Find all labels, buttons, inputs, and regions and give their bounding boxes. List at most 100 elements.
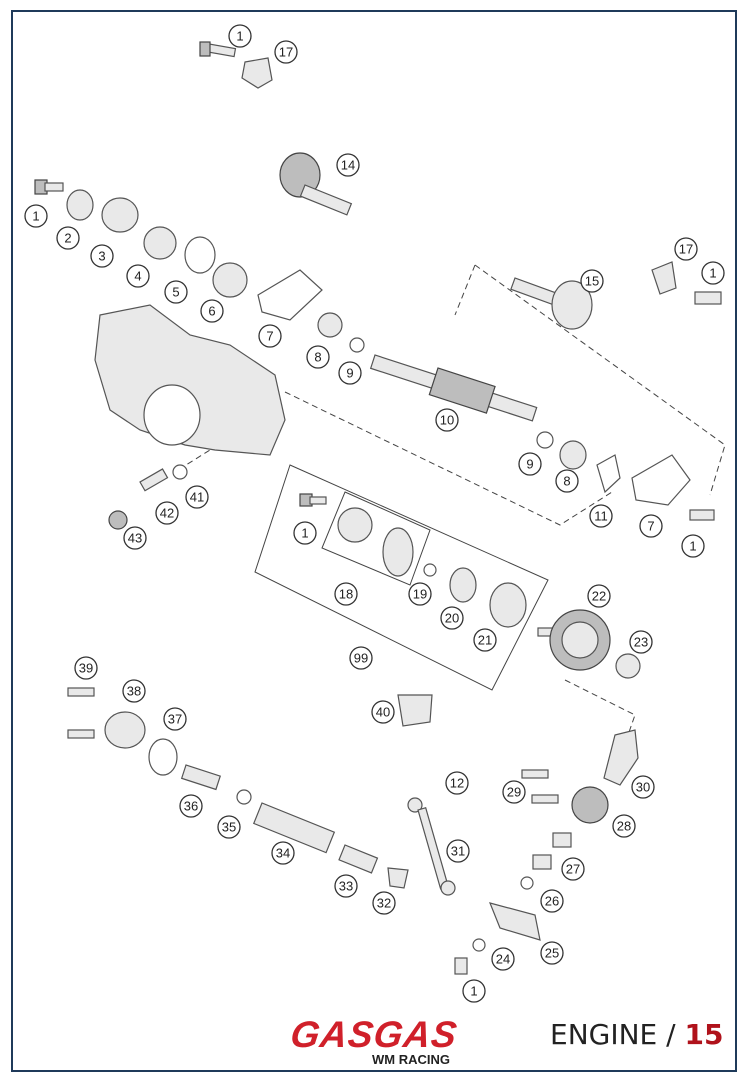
callout-label: 7 [647, 519, 654, 534]
callout-label: 29 [507, 785, 521, 800]
callout-label: 5 [172, 285, 179, 300]
part-22-23-gear [537, 609, 641, 679]
callout-41: 41 [185, 485, 209, 509]
callout-38: 38 [122, 679, 146, 703]
callout-label: 11 [594, 509, 608, 524]
part-36-39-left [67, 687, 252, 805]
callout-label: 31 [451, 844, 465, 859]
callout-42: 42 [155, 501, 179, 525]
callout-22: 22 [587, 584, 611, 608]
part-crankcase [94, 304, 286, 456]
callout-label: 1 [236, 29, 243, 44]
callout-1: 1 [701, 261, 725, 285]
callout-label: 1 [689, 539, 696, 554]
kit-99-box [254, 464, 549, 691]
part-34-spring [252, 802, 409, 889]
section-heading: ENGINE / 15 [550, 1018, 723, 1051]
callout-label: 1 [709, 266, 716, 281]
part-41-43 [108, 464, 188, 530]
callout-label: 43 [128, 531, 142, 546]
callout-12: 12 [445, 771, 469, 795]
callout-7: 7 [258, 324, 282, 348]
callout-label: 19 [413, 587, 427, 602]
callout-24: 24 [491, 947, 515, 971]
callout-label: 23 [634, 635, 648, 650]
callout-15: 15 [580, 269, 604, 293]
callout-27: 27 [561, 857, 585, 881]
callout-35: 35 [217, 815, 241, 839]
part-31-rod [407, 797, 456, 896]
callout-43: 43 [123, 526, 147, 550]
callout-4: 4 [126, 264, 150, 288]
part-40-cap [397, 694, 433, 727]
callout-label: 9 [346, 366, 353, 381]
callout-36: 36 [179, 794, 203, 818]
callout-label: 8 [314, 350, 321, 365]
callout-label: 17 [279, 45, 293, 60]
section-number: 15 [684, 1018, 724, 1051]
callout-40: 40 [371, 700, 395, 724]
callout-label: 1 [301, 526, 308, 541]
callout-label: 8 [563, 474, 570, 489]
callout-label: 7 [266, 329, 273, 344]
callout-label: 41 [190, 490, 204, 505]
callout-99: 99 [349, 646, 373, 670]
callout-label: 17 [679, 242, 693, 257]
logo-subtext: WM RACING [372, 1052, 450, 1067]
callout-label: 34 [276, 846, 290, 861]
callout-2: 2 [56, 226, 80, 250]
callout-18: 18 [334, 582, 358, 606]
callout-label: 20 [445, 611, 459, 626]
callout-1: 1 [681, 534, 705, 558]
callout-19: 19 [408, 582, 432, 606]
part-17-right-bolt [651, 261, 722, 305]
callout-5: 5 [164, 280, 188, 304]
callout-label: 9 [526, 457, 533, 472]
assembly-guide-lines [177, 264, 726, 736]
gasgas-logo: GASGAS WM RACING [262, 1014, 486, 1067]
callout-label: 99 [354, 651, 368, 666]
callout-label: 32 [377, 896, 391, 911]
callout-label: 42 [160, 506, 174, 521]
callout-1: 1 [293, 521, 317, 545]
part-14-gear-shaft [279, 152, 353, 216]
callout-label: 22 [592, 589, 606, 604]
part-row-1-7 [34, 179, 365, 353]
logo-text: GASGAS [288, 1014, 461, 1055]
callout-label: 15 [585, 274, 599, 289]
callout-label: 10 [440, 413, 454, 428]
callout-29: 29 [502, 780, 526, 804]
page-frame [11, 10, 737, 1072]
callout-10: 10 [435, 408, 459, 432]
part-15-gear-shaft [510, 277, 593, 330]
callout-17: 17 [274, 40, 298, 64]
callout-label: 30 [636, 780, 650, 795]
callout-label: 18 [339, 587, 353, 602]
callout-1: 1 [228, 24, 252, 48]
callout-31: 31 [446, 839, 470, 863]
callout-label: 14 [341, 158, 355, 173]
callout-34: 34 [271, 841, 295, 865]
callout-9: 9 [518, 452, 542, 476]
callout-37: 37 [163, 707, 187, 731]
callout-label: 25 [545, 946, 559, 961]
callout-label: 12 [450, 776, 464, 791]
callout-17: 17 [674, 237, 698, 261]
callout-label: 38 [127, 684, 141, 699]
callout-label: 36 [184, 799, 198, 814]
callout-8: 8 [555, 469, 579, 493]
callout-label: 6 [208, 304, 215, 319]
callout-9: 9 [338, 361, 362, 385]
section-title: ENGINE / [550, 1018, 676, 1051]
callout-30: 30 [631, 775, 655, 799]
part-10-shaft [369, 354, 538, 422]
callout-6: 6 [200, 299, 224, 323]
callout-14: 14 [336, 153, 360, 177]
part-right-row [536, 431, 715, 521]
callout-label: 4 [134, 269, 141, 284]
part-17-top [241, 57, 273, 89]
callout-label: 40 [376, 705, 390, 720]
callout-1: 1 [462, 979, 486, 1003]
